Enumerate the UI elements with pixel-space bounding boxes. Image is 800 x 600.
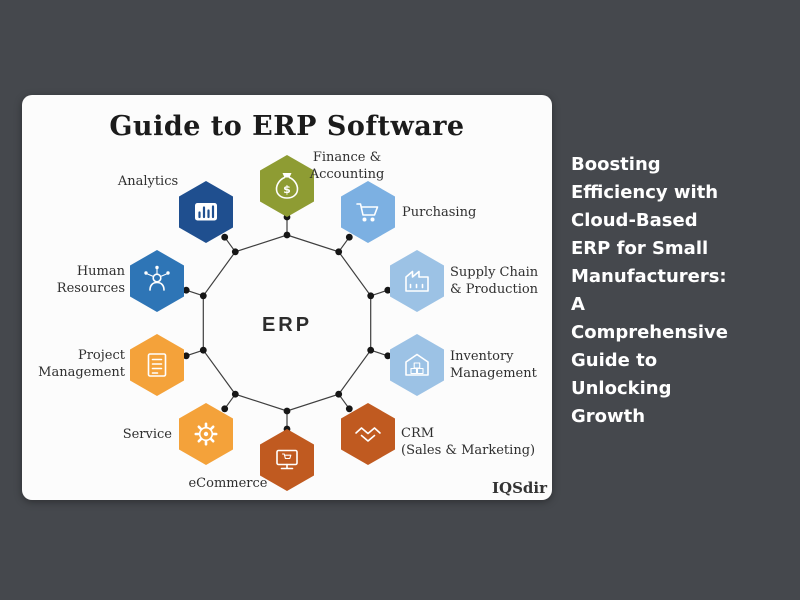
node-analytics xyxy=(179,181,233,243)
node-project-management xyxy=(130,334,184,396)
label-ecommerce: eCommerce xyxy=(188,476,268,491)
svg-text:$: $ xyxy=(283,183,291,196)
label-human-resources: Human Resources xyxy=(56,264,125,296)
monitor-cart-icon xyxy=(276,449,298,470)
ecommerce-hexagon xyxy=(260,429,314,491)
node-service xyxy=(179,403,233,465)
supply-chain-hexagon xyxy=(390,250,444,312)
label-project-management: Project Management xyxy=(38,348,125,380)
label-purchasing: Purchasing xyxy=(402,205,477,220)
inventory-hexagon xyxy=(390,334,444,396)
node-human-resources xyxy=(130,250,184,312)
label-finance-accounting: Finance & Accounting xyxy=(309,150,385,182)
node-ecommerce xyxy=(260,429,314,491)
handshake-icon xyxy=(355,427,381,442)
label-crm: CRM (Sales & Marketing) xyxy=(401,426,536,458)
gear-icon xyxy=(194,422,218,446)
money-bag-icon: $ xyxy=(275,173,299,199)
connector-line xyxy=(182,346,207,360)
erp-diagram: ERP $ xyxy=(130,155,444,491)
node-purchasing xyxy=(341,181,395,243)
headline-text: Boosting Efficiency with Cloud-Based ERP… xyxy=(571,154,728,427)
connector-line xyxy=(283,213,291,239)
watermark: IQSdir xyxy=(491,479,547,497)
warehouse-icon xyxy=(405,353,429,376)
label-supply-chain: Supply Chain & Production xyxy=(450,265,539,297)
connector-line xyxy=(335,390,353,413)
document-icon xyxy=(147,353,167,377)
node-finance-accounting: $ xyxy=(260,155,314,217)
connector-line xyxy=(367,286,392,300)
node-crm xyxy=(341,403,395,465)
factory-icon xyxy=(405,270,429,292)
infographic-card: ERP $ xyxy=(22,95,552,500)
node-inventory xyxy=(390,334,444,396)
purchasing-hexagon xyxy=(341,181,395,243)
infographic-title: Guide to ERP Software xyxy=(109,111,465,142)
project-management-hexagon xyxy=(130,334,184,396)
connector-line xyxy=(221,390,239,413)
person-network-icon xyxy=(144,265,170,291)
bar-chart-icon xyxy=(195,203,217,221)
connector-line xyxy=(367,346,392,360)
connectors xyxy=(182,213,392,433)
connector-line xyxy=(335,233,353,256)
connector-line xyxy=(221,233,239,256)
label-inventory: Inventory Management xyxy=(450,349,537,381)
connector-line xyxy=(182,286,207,300)
finance-hexagon xyxy=(260,155,314,217)
connector-line xyxy=(283,407,291,433)
shopping-cart-icon xyxy=(356,203,379,222)
label-analytics: Analytics xyxy=(117,174,179,189)
label-service: Service xyxy=(122,427,172,442)
erp-center-label: ERP xyxy=(262,314,312,336)
node-supply-chain xyxy=(390,250,444,312)
